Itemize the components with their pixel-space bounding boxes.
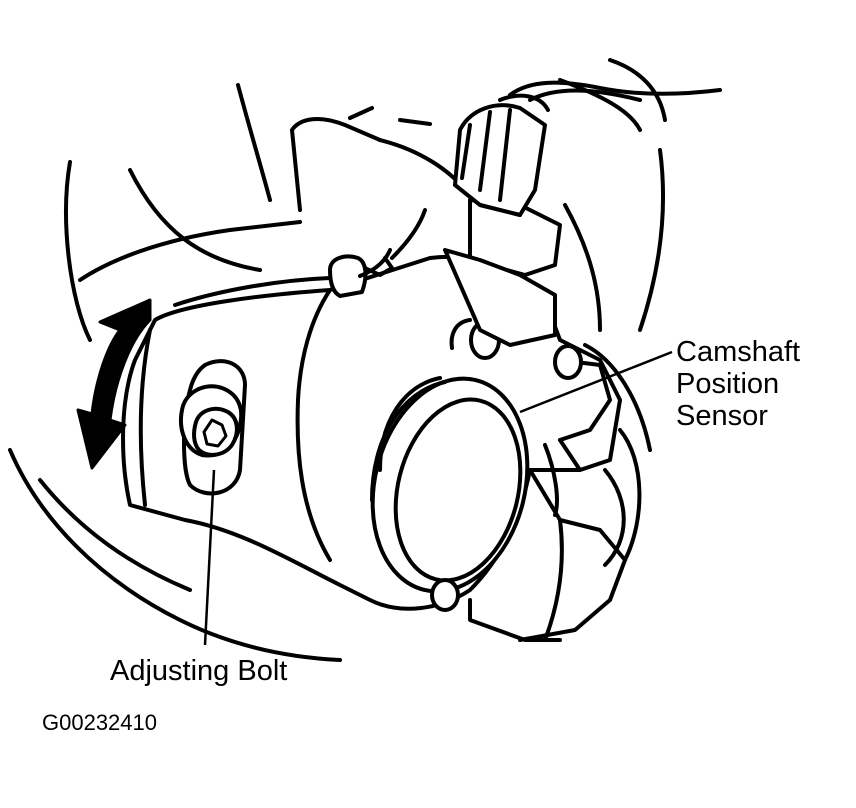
figure-id: G00232410	[42, 710, 157, 735]
camshaft-sensor-leader	[519, 350, 673, 414]
adjusting-bolt-label: Adjusting Bolt	[110, 655, 288, 687]
camshaft-sensor-label-line-3: Sensor	[676, 400, 768, 432]
camshaft-sensor-label-line-1: Camshaft	[676, 336, 801, 368]
adjusting-bolt-leader	[203, 469, 216, 646]
top-stud	[328, 208, 427, 298]
sensor-connector	[443, 80, 722, 347]
sensor-cap	[370, 376, 530, 594]
adjusting-slot	[182, 359, 247, 496]
camshaft-sensor-label-line-2: Position	[676, 368, 780, 400]
rotation-arrow-icon	[76, 298, 152, 470]
adjusting-bolt	[179, 384, 244, 458]
camshaft-sensor-label: Camshaft Position Sensor	[676, 336, 800, 432]
lower-bracket	[468, 468, 627, 642]
